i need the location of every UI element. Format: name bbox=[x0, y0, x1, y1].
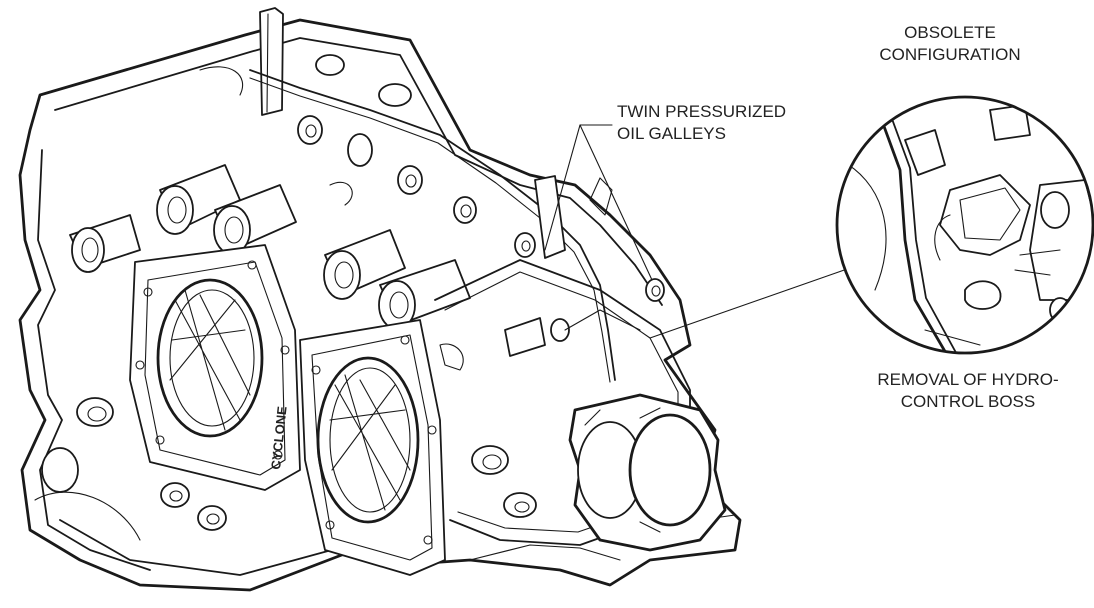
label-oil-galleys-line2: OIL GALLEYS bbox=[617, 124, 726, 143]
top-fin-edge bbox=[266, 13, 269, 113]
lower-left-bosses bbox=[34, 397, 227, 541]
boss-4 bbox=[378, 259, 471, 330]
right-rib bbox=[534, 175, 566, 259]
detail-content bbox=[839, 104, 1093, 353]
case-left-rim bbox=[37, 149, 151, 571]
parting-band bbox=[249, 69, 616, 381]
engine-case: CYCLONE bbox=[18, 7, 742, 592]
detail-circle-outline bbox=[835, 95, 1094, 355]
left-cylinder-bore bbox=[129, 244, 301, 491]
upper-bosses bbox=[199, 54, 536, 258]
cylinder-bosses bbox=[69, 164, 471, 330]
right-cylinder-bore bbox=[299, 319, 446, 576]
detail-leader bbox=[649, 267, 851, 339]
label-obsolete-line2: CONFIGURATION bbox=[879, 45, 1020, 64]
crankshaft-boss bbox=[568, 393, 727, 552]
boss-3 bbox=[323, 229, 406, 300]
label-removal-line1: REMOVAL OF HYDRO- bbox=[877, 370, 1058, 389]
case-base bbox=[29, 519, 351, 591]
boss-2 bbox=[213, 184, 297, 255]
label-oil-galleys-line1: TWIN PRESSURIZED bbox=[617, 102, 786, 121]
boss-left bbox=[69, 214, 141, 273]
label-removal-line2: CONTROL BOSS bbox=[901, 392, 1035, 411]
top-fin bbox=[259, 7, 284, 116]
oil-galleys-leader-2 bbox=[579, 124, 653, 281]
detail-view bbox=[835, 95, 1094, 355]
label-obsolete-line1: OBSOLETE bbox=[904, 23, 996, 42]
callout-leaders bbox=[544, 124, 851, 339]
case-engraving: CYCLONE bbox=[268, 405, 290, 470]
labels: TWIN PRESSURIZED OIL GALLEYS OBSOLETE CO… bbox=[617, 23, 1059, 411]
